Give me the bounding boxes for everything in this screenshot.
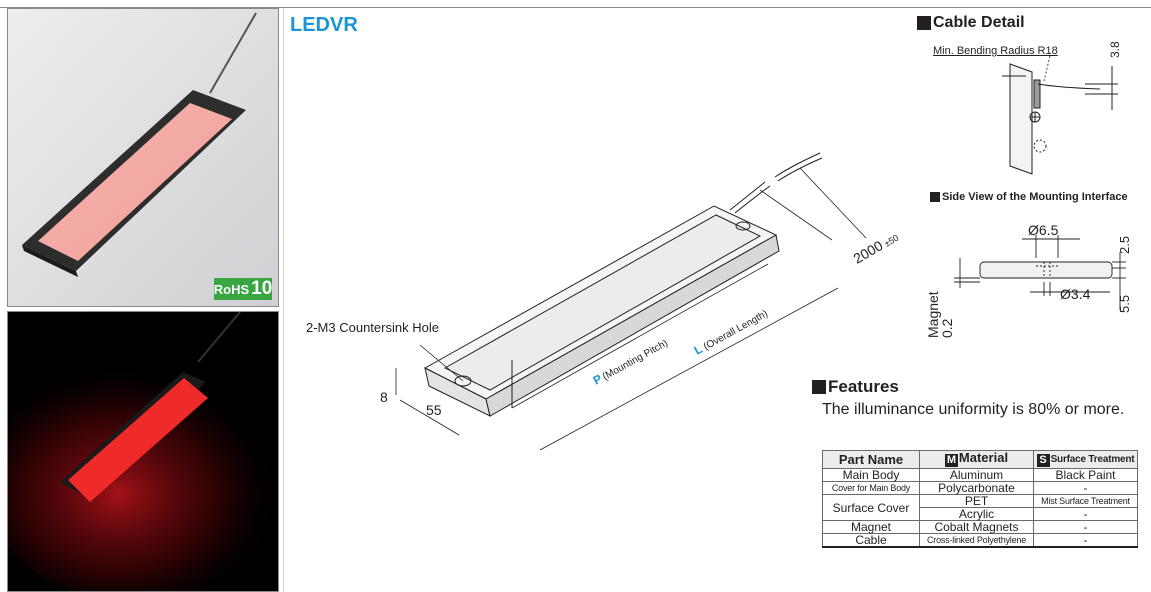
magnet-label-block: Magnet 0.2 (925, 291, 955, 338)
product-title: LEDVR (290, 14, 358, 36)
cell-surface: - (1033, 507, 1138, 521)
features-heading: Features (812, 377, 899, 397)
cable-length-value: 2000 (851, 237, 886, 267)
side-view-heading: Side View of the Mounting Interface (930, 191, 1128, 203)
cell-part: Magnet (822, 520, 920, 534)
led-panel-photo (8, 9, 278, 306)
table-row: Magnet Cobalt Magnets - (822, 520, 1138, 534)
cell-part: Cable (822, 533, 920, 548)
cell-surface: Black Paint (1033, 468, 1138, 482)
cell-part: Cover for Main Body (822, 481, 920, 495)
table-row: Main Body Aluminum Black Paint (822, 468, 1138, 482)
countersink-leader (419, 344, 464, 382)
material-icon: M (944, 454, 958, 467)
cell-material: Aluminum (919, 468, 1034, 482)
table-row: Cover for Main Body Polycarbonate - (822, 481, 1138, 495)
diameter-3-4: Ø3.4 (1060, 286, 1091, 302)
countersink-label: 2-M3 Countersink Hole (306, 320, 439, 335)
product-photo-lit (7, 311, 279, 592)
cable-drawing (729, 152, 823, 214)
dim-height: 8 (380, 389, 388, 405)
dim-5-5: 5.5 (1117, 294, 1132, 313)
rohs-number: 10 (251, 278, 273, 299)
cell-surface: Mist Surface Treatment (1033, 494, 1138, 508)
dim-width: 55 (426, 402, 442, 418)
cell-material: Cross-linked Polyethylene (919, 533, 1034, 548)
led-panel-lit-photo (8, 312, 278, 591)
table-row: Surface Cover PET Mist Surface Treatment (822, 494, 1138, 521)
cell-material: Polycarbonate (919, 481, 1034, 495)
cell-surface: - (1033, 520, 1138, 534)
heading-square-icon (930, 192, 940, 202)
diameter-6-5: Ø6.5 (1028, 222, 1059, 238)
cell-material: PET (919, 494, 1034, 508)
cable-detail-drawing (1002, 56, 1118, 175)
cell-surface: - (1033, 481, 1138, 495)
side-view-drawing (954, 235, 1126, 310)
dimension-lines (395, 167, 867, 451)
led-body-outline (423, 205, 780, 417)
cable-detail-heading: Cable Detail (917, 14, 1025, 32)
bend-radius-label: Min. Bending Radius R18 (933, 45, 1058, 57)
cable-length-tolerance: ±50 (882, 233, 900, 249)
heading-square-icon (812, 380, 826, 394)
cell-part: Main Body (822, 468, 920, 482)
heading-square-icon (917, 16, 931, 30)
rohs-label: RoHS (213, 281, 250, 297)
magnet-label: Magnet (925, 291, 941, 338)
main-dimension-drawing: 2-M3 Countersink Hole 8 55 P (Mounting P… (306, 152, 900, 451)
header-part-name: Part Name (822, 450, 920, 469)
cell-material: Acrylic (919, 507, 1034, 521)
surface-icon: S (1036, 454, 1050, 467)
top-rule (0, 7, 1151, 8)
features-text: The illuminance uniformity is 80% or mor… (822, 401, 1125, 418)
magnet-dim: 0.2 (939, 318, 955, 338)
column-divider (283, 8, 284, 592)
cell-part: Surface Cover (822, 494, 920, 521)
cell-material: Cobalt Magnets (919, 520, 1034, 534)
dim-2-5: 2.5 (1117, 235, 1132, 254)
table-row: Cable Cross-linked Polyethylene - (822, 533, 1138, 548)
cell-surface: - (1033, 533, 1138, 548)
